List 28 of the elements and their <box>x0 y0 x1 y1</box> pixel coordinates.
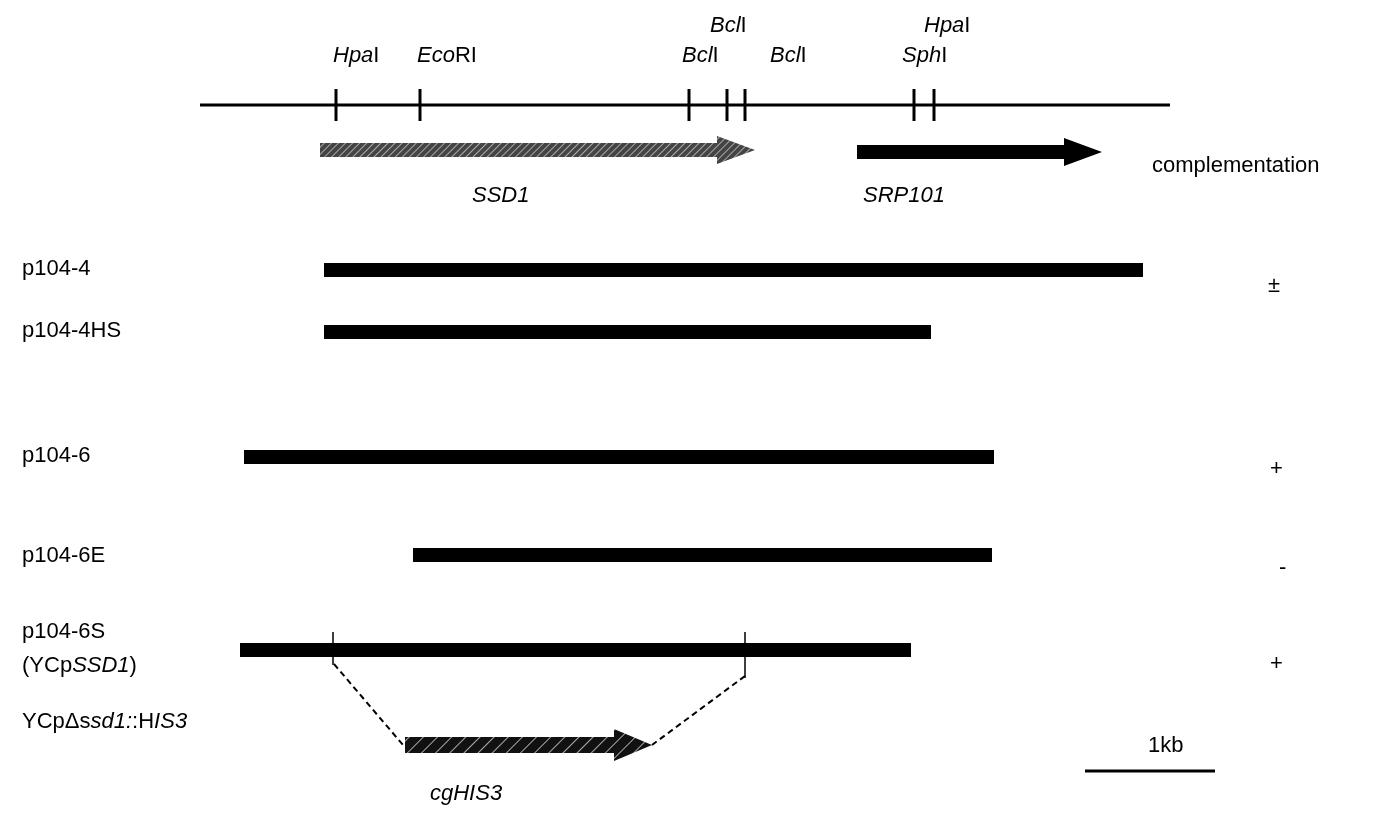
map-label: SphI <box>902 42 948 68</box>
map-label: YCpΔssd1::HIS3 <box>22 708 188 734</box>
map-label: p104-4 <box>22 255 91 281</box>
map-label: SRP101 <box>863 182 945 208</box>
map-label: BclI <box>710 12 747 38</box>
insert-bar <box>240 643 911 657</box>
map-label: + <box>1270 455 1283 481</box>
map-label: cgHIS3 <box>430 780 503 806</box>
map-label: BclI <box>770 42 807 68</box>
map-label: complementation <box>1152 152 1320 178</box>
insert-bar <box>324 263 1143 277</box>
map-label: BclI <box>682 42 719 68</box>
map-label: 1kb <box>1148 732 1184 758</box>
map-label: p104-6 <box>22 442 91 468</box>
map-label: EcoRI <box>417 42 477 68</box>
map-label: HpaI <box>924 12 971 38</box>
map-label: p104-6S <box>22 618 106 644</box>
map-label: p104-6E <box>22 542 106 568</box>
map-label: (YCpSSD1) <box>22 652 137 678</box>
map-label: - <box>1279 554 1287 580</box>
insert-bar <box>324 325 931 339</box>
map-label: p104-4HS <box>22 317 122 343</box>
map-label: HpaI <box>333 42 380 68</box>
insert-bar <box>413 548 992 562</box>
map-label: ± <box>1268 272 1281 298</box>
map-label: + <box>1270 650 1283 676</box>
insert-bar <box>244 450 994 464</box>
map-label: SSD1 <box>472 182 530 208</box>
